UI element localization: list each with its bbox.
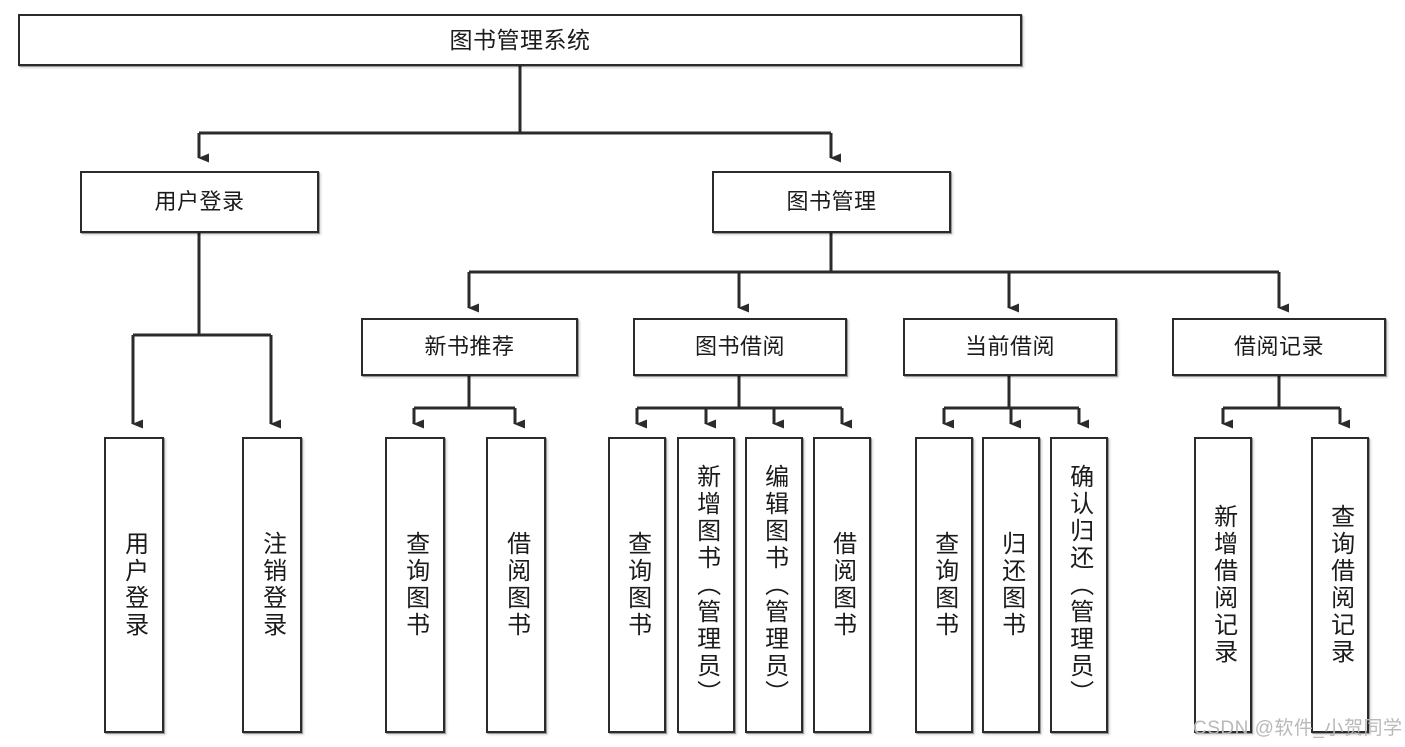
node-label: 归还图书 bbox=[997, 531, 1025, 639]
node-label: 借阅记录 bbox=[1233, 334, 1324, 360]
node-label: 借阅图书 bbox=[828, 531, 856, 639]
node-label: 用户登录 bbox=[154, 189, 245, 215]
node-label: 新增借阅记录 bbox=[1209, 504, 1237, 666]
node-label: 注销登录 bbox=[258, 531, 286, 639]
leaf-query-book-recommendation[interactable]: 查询图书 bbox=[385, 437, 445, 733]
csdn-watermark: CSDN @软件_小贺同学 bbox=[1193, 718, 1403, 739]
node-borrow-records[interactable]: 借阅记录 bbox=[1172, 318, 1386, 376]
leaf-logout[interactable]: 注销登录 bbox=[242, 437, 302, 733]
leaf-query-borrow-record[interactable]: 查询借阅记录 bbox=[1311, 437, 1369, 733]
leaf-query-book[interactable]: 查询图书 bbox=[608, 437, 666, 733]
leaf-query-book-current[interactable]: 查询图书 bbox=[915, 437, 973, 733]
node-label: 查询借阅记录 bbox=[1326, 504, 1354, 666]
node-current-borrowing[interactable]: 当前借阅 bbox=[903, 318, 1117, 376]
node-label: 用户登录 bbox=[120, 531, 148, 639]
node-label: 编辑图书（管理员） bbox=[760, 463, 788, 707]
leaf-add-borrow-record[interactable]: 新增借阅记录 bbox=[1194, 437, 1252, 733]
leaf-edit-book-admin[interactable]: 编辑图书（管理员） bbox=[745, 437, 803, 733]
leaf-user-login[interactable]: 用户登录 bbox=[104, 437, 164, 733]
leaf-confirm-return-admin[interactable]: 确认归还（管理员） bbox=[1050, 437, 1108, 733]
node-label: 借阅图书 bbox=[502, 531, 530, 639]
node-label: 图书借阅 bbox=[694, 334, 785, 360]
node-new-book-recommendation[interactable]: 新书推荐 bbox=[361, 318, 578, 376]
leaf-borrow-book-recommendation[interactable]: 借阅图书 bbox=[486, 437, 546, 733]
leaf-borrow-book[interactable]: 借阅图书 bbox=[813, 437, 871, 733]
node-label: 查询图书 bbox=[930, 531, 958, 639]
node-label: 图书管理系统 bbox=[449, 26, 591, 53]
node-book-management-system[interactable]: 图书管理系统 bbox=[18, 14, 1022, 66]
leaf-return-book[interactable]: 归还图书 bbox=[982, 437, 1040, 733]
node-label: 确认归还（管理员） bbox=[1065, 463, 1093, 707]
node-label: 图书管理 bbox=[786, 189, 877, 215]
node-user-login[interactable]: 用户登录 bbox=[80, 171, 319, 233]
node-book-management[interactable]: 图书管理 bbox=[712, 171, 951, 233]
node-label: 新增图书（管理员） bbox=[692, 463, 720, 707]
node-book-borrowing[interactable]: 图书借阅 bbox=[633, 318, 847, 376]
node-label: 当前借阅 bbox=[964, 334, 1055, 360]
node-label: 查询图书 bbox=[401, 531, 429, 639]
node-label: 查询图书 bbox=[623, 531, 651, 639]
leaf-add-book-admin[interactable]: 新增图书（管理员） bbox=[677, 437, 735, 733]
node-label: 新书推荐 bbox=[424, 334, 515, 360]
